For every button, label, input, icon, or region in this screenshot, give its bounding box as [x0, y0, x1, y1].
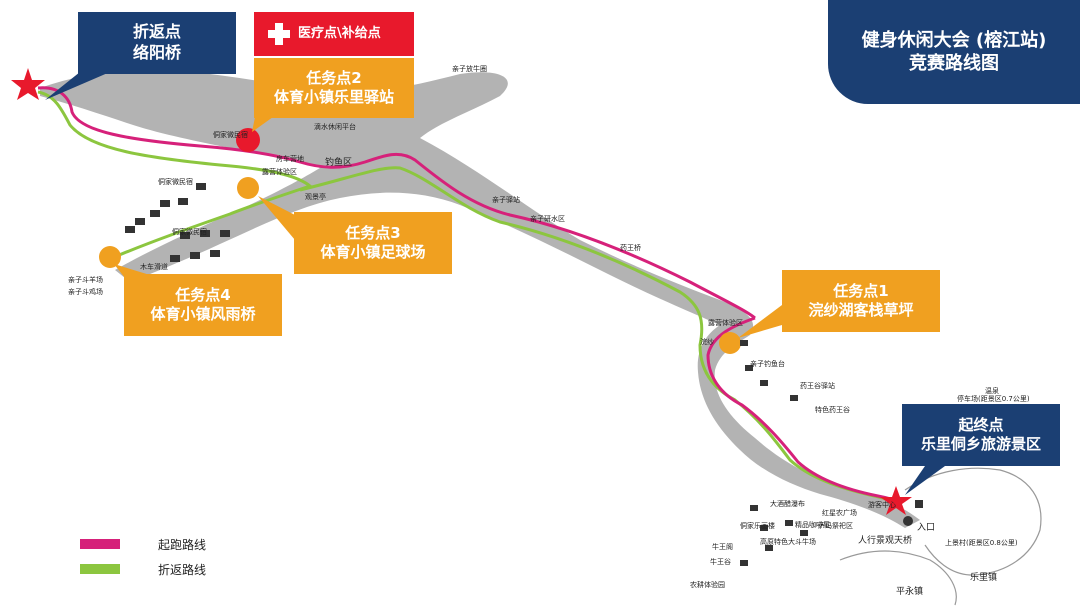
- checkpoint-4-line1: 任务点4: [175, 285, 231, 304]
- medical-legend-box: 医疗点\补给点: [254, 12, 414, 56]
- checkpoint-1-line2: 浣纱湖客栈草坪: [808, 301, 914, 319]
- place-label: 房车营地: [276, 155, 304, 163]
- terrain-east-hills-2: [839, 550, 957, 606]
- return-route: [37, 90, 901, 504]
- medical-label: 医疗点\补给点: [298, 25, 381, 41]
- map-title-line1: 健身休闲大会 (榕江站): [861, 29, 1047, 51]
- place-label: 亲子钓鱼台: [750, 360, 785, 368]
- start-finish-pointer: [905, 466, 945, 495]
- legend-run-swatch: [80, 539, 120, 549]
- place-label: 停车场(距景区0.7公里): [957, 395, 1030, 403]
- start-finish-line1: 起终点: [958, 415, 1004, 434]
- legend-run-label: 起跑路线: [158, 538, 207, 552]
- map-title-line2: 竞赛路线图: [909, 53, 999, 74]
- place-label: 萨玛祭祀区: [818, 522, 853, 530]
- place-label: 人行景观天桥: [858, 536, 913, 546]
- turnaround-line1: 折返点: [132, 22, 181, 42]
- checkpoint-1-marker: [719, 332, 741, 354]
- place-label: 亲子研水区: [530, 215, 565, 223]
- place-label: 亲子放牛圈: [452, 65, 487, 73]
- place-label: 牛王阁: [712, 543, 733, 551]
- checkpoint-4-marker: [99, 246, 121, 268]
- checkpoint-3-marker: [237, 177, 259, 199]
- start-finish-line2: 乐里侗乡旅游景区: [920, 435, 1041, 453]
- place-label: 入口: [917, 523, 936, 533]
- checkpoint-1-callout: 任务点1 浣纱湖客栈草坪: [782, 270, 940, 332]
- place-label: 侗家乐画楼: [740, 522, 775, 530]
- start-finish-callout: 起终点 乐里侗乡旅游景区: [902, 404, 1060, 466]
- legend-return-label: 折返路线: [158, 563, 207, 577]
- map-title: 健身休闲大会 (榕江站) 竞赛路线图: [828, 0, 1080, 104]
- checkpoint-4-line2: 体育小镇风雨桥: [150, 305, 256, 323]
- place-label: 观景亭: [305, 193, 326, 201]
- checkpoint-3-line1: 任务点3: [345, 223, 401, 242]
- turnaround-line2: 络阳桥: [132, 43, 181, 62]
- checkpoint-3-line2: 体育小镇足球场: [320, 243, 426, 261]
- place-label: 木车滑道: [140, 263, 168, 271]
- place-label: 滴水休闲平台: [314, 123, 356, 131]
- place-label: 药王桥: [620, 244, 641, 252]
- place-label: 红星农广场: [822, 509, 857, 517]
- place-label: 亲子斗羊场: [68, 276, 103, 284]
- place-label: 侗家微民宿: [172, 228, 207, 236]
- place-label: 大酒醋瀑布: [770, 500, 805, 508]
- place-label: 农耕体验园: [690, 581, 725, 589]
- place-label: 上景村(距景区0.8公里): [945, 539, 1018, 547]
- medical-cross-icon: [268, 23, 290, 45]
- medical-point-marker: [236, 128, 260, 152]
- place-label: 温泉: [985, 387, 999, 395]
- place-label: 亲子驿站: [492, 196, 520, 204]
- place-label: 亲子斗鸡场: [68, 288, 103, 296]
- checkpoint-2-line2: 体育小镇乐里驿站: [273, 88, 394, 106]
- checkpoint-4-callout: 任务点4 体育小镇风雨桥: [124, 274, 282, 336]
- turnaround-callout: 折返点 络阳桥: [78, 12, 236, 74]
- checkpoint-3-pointer: [258, 196, 295, 240]
- turnaround-pointer: [45, 72, 110, 100]
- run-route: [37, 86, 901, 504]
- checkpoint-1-pointer: [738, 305, 782, 338]
- checkpoint-2-callout: 任务点2 体育小镇乐里驿站: [254, 58, 414, 118]
- place-label: 乐里镇: [970, 573, 998, 583]
- terrain-valley: [40, 70, 920, 528]
- place-label: 浣纱: [700, 338, 714, 346]
- place-label: 露营体验区: [708, 319, 743, 327]
- turnaround-star-icon: [11, 68, 45, 100]
- checkpoint-1-line1: 任务点1: [833, 281, 889, 300]
- legend-return-swatch: [80, 564, 120, 574]
- parking-icon: [903, 516, 913, 526]
- checkpoint-3-callout: 任务点3 体育小镇足球场: [294, 212, 452, 274]
- village-icons: [125, 183, 923, 566]
- place-label: 平永镇: [896, 587, 924, 597]
- place-label: 侗家微民宿: [158, 178, 193, 186]
- place-label: 精品咖啡屋: [795, 521, 830, 529]
- place-label: 侗家微民宿: [213, 131, 248, 139]
- place-label: 游客中心: [868, 501, 896, 509]
- place-label: 露营体验区: [262, 168, 297, 176]
- place-label: 钓鱼区: [325, 158, 353, 168]
- place-label: 药王谷驿站: [800, 382, 835, 390]
- place-label: 牛王谷: [710, 558, 731, 566]
- checkpoint-2-line1: 任务点2: [306, 68, 362, 87]
- place-label: 高原特色大斗牛场: [760, 538, 816, 546]
- place-label: 特色药王谷: [815, 406, 850, 414]
- start-finish-star-icon: [880, 486, 912, 515]
- terrain-east-hills: [904, 467, 1042, 576]
